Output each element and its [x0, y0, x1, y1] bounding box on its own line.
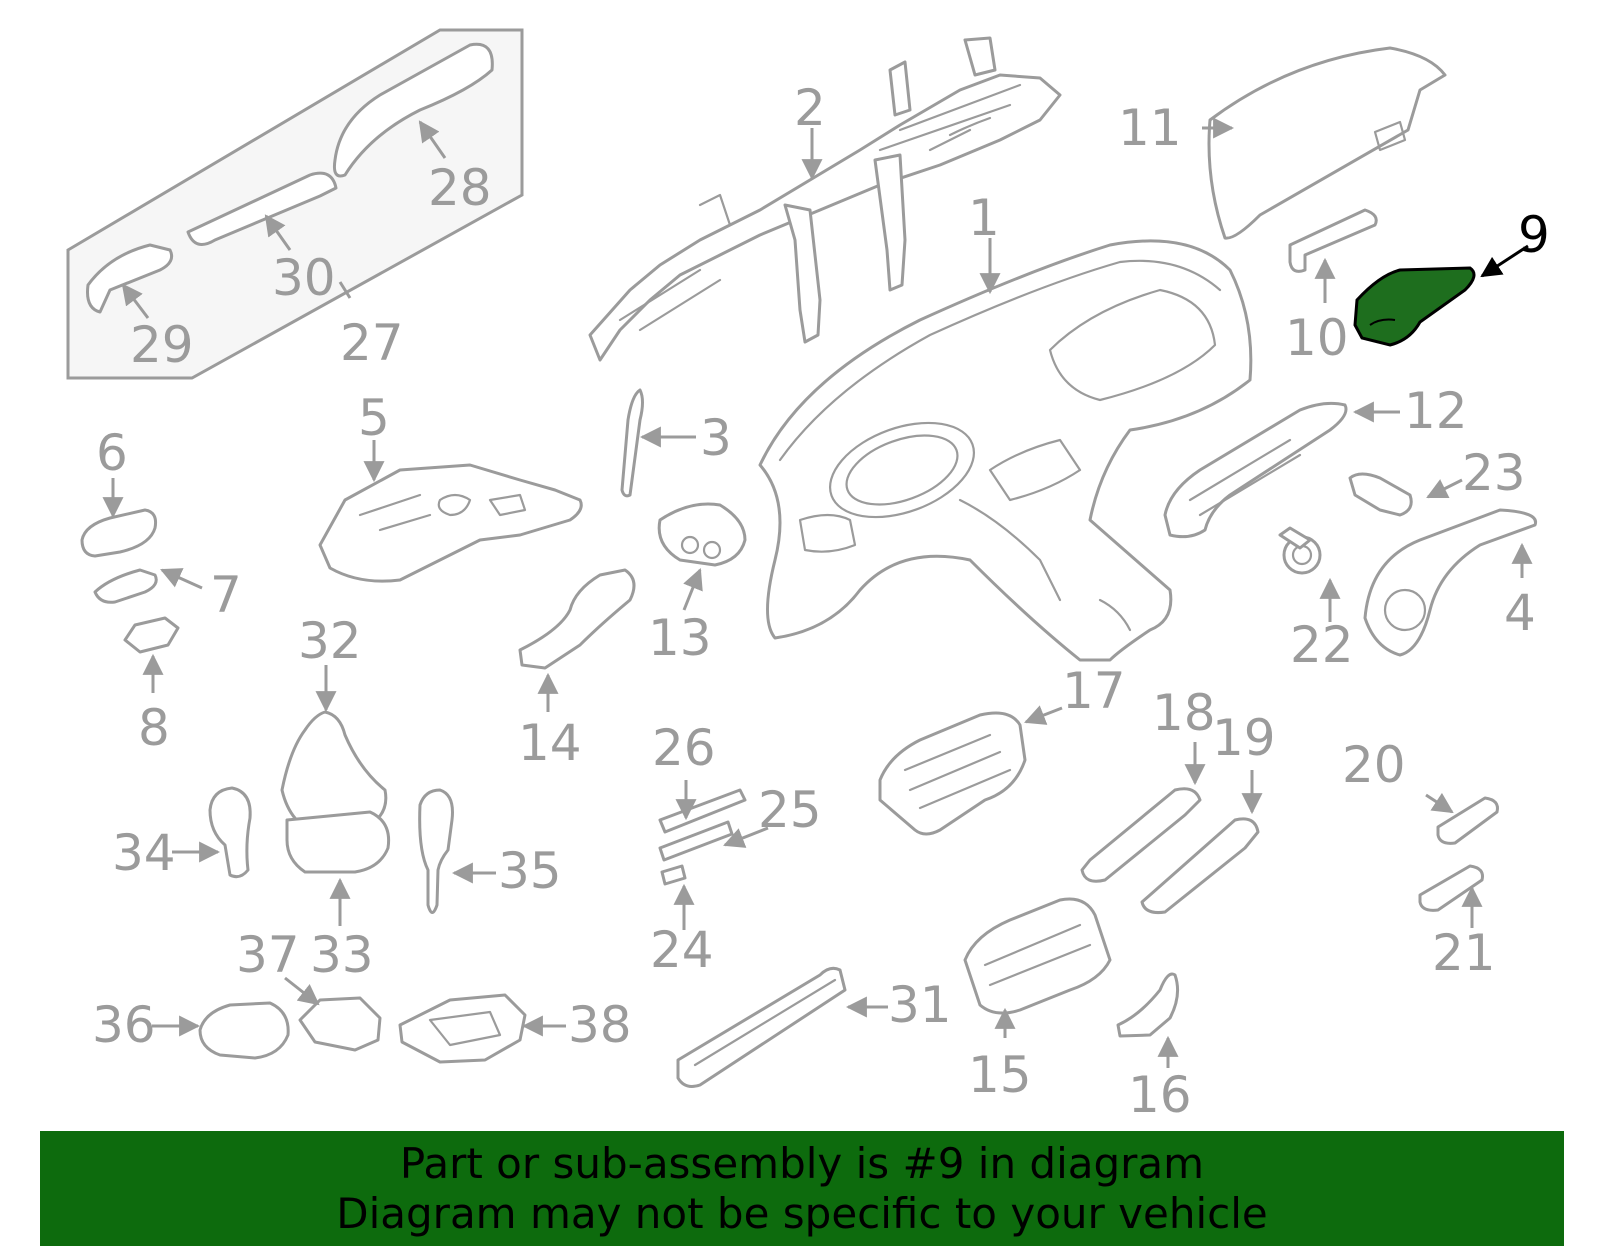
banner-line-disclaimer: Diagram may not be specific to your vehi…: [336, 1188, 1268, 1238]
callout-23: 23: [1462, 444, 1526, 502]
callout-19: 19: [1212, 709, 1276, 767]
leader-arrows: [102, 117, 1533, 1068]
part-20-vent: [1436, 796, 1499, 845]
part-29-trim: [86, 243, 174, 314]
part-26-strip: [658, 788, 747, 834]
callout-33: 33: [310, 926, 374, 984]
callout-38: 38: [568, 996, 632, 1054]
callout-21: 21: [1432, 924, 1496, 982]
callout-22: 22: [1290, 616, 1354, 674]
part-1-instrument-panel: [758, 239, 1253, 662]
callout-14: 14: [518, 714, 582, 772]
callout-37: 37: [236, 926, 300, 984]
callout-9: 9: [1518, 206, 1550, 264]
callout-12: 12: [1404, 382, 1468, 440]
callout-20: 20: [1342, 736, 1406, 794]
part-24-clip: [660, 864, 687, 886]
part-34-knob: [208, 786, 252, 879]
callout-17: 17: [1062, 662, 1126, 720]
callout-7: 7: [210, 566, 242, 624]
callout-2: 2: [794, 79, 826, 137]
callout-10: 10: [1285, 309, 1349, 367]
callout-35: 35: [498, 842, 562, 900]
info-banner: Part or sub-assembly is #9 in diagram Di…: [40, 1131, 1564, 1246]
callout-18: 18: [1152, 684, 1216, 742]
callout-29: 29: [130, 316, 194, 374]
callout-13: 13: [648, 609, 712, 667]
part-15-housing: [963, 897, 1112, 1015]
part-14-duct: [518, 568, 636, 670]
callout-28: 28: [428, 159, 492, 217]
callout-labels: 1 2 3 4 5 6 7 8 9 10 11 12 13 14 15 16 1…: [92, 79, 1550, 1124]
part-28-trim: [333, 42, 494, 178]
inset-panel-27: [66, 28, 524, 380]
part-5-lower-panel: [318, 463, 583, 583]
part-9-highlighted: [1353, 266, 1476, 347]
callout-1: 1: [968, 189, 1000, 247]
callout-25: 25: [758, 781, 822, 839]
callout-4: 4: [1504, 584, 1536, 642]
part-33-bezel: [285, 810, 391, 874]
callout-8: 8: [138, 699, 170, 757]
part-17-vent: [878, 711, 1027, 836]
callout-15: 15: [968, 1046, 1032, 1104]
part-7-bracket: [93, 568, 158, 604]
callout-34: 34: [112, 824, 176, 882]
part-36-panel: [198, 1001, 290, 1060]
part-35-lever: [418, 788, 454, 914]
part-2-cross-beam: [588, 36, 1062, 362]
callout-27: 27: [340, 314, 404, 372]
callout-11: 11: [1118, 99, 1182, 157]
part-11-cover: [1207, 46, 1447, 240]
part-18-vent: [1080, 787, 1202, 883]
callout-36: 36: [92, 996, 156, 1054]
part-13-bracket: [657, 502, 747, 567]
part-21-vent: [1418, 864, 1484, 912]
part-19-vent: [1140, 817, 1260, 914]
callout-3: 3: [700, 409, 732, 467]
part-10-bracket: [1288, 208, 1378, 273]
callout-5: 5: [358, 389, 390, 447]
callout-31: 31: [888, 976, 952, 1034]
part-23-switch: [1348, 472, 1413, 517]
part-30-trim: [186, 171, 338, 246]
part-31-panel: [676, 966, 847, 1088]
callout-26: 26: [652, 719, 716, 777]
callout-24: 24: [650, 921, 714, 979]
part-38-console: [398, 993, 527, 1064]
callout-6: 6: [96, 424, 128, 482]
banner-line-part: Part or sub-assembly is #9 in diagram: [399, 1138, 1205, 1188]
callout-32: 32: [298, 612, 362, 670]
part-12-panel: [1163, 401, 1348, 539]
callout-30: 30: [272, 249, 336, 307]
part-4-side-panel: [1363, 508, 1538, 657]
part-6-cap: [80, 508, 157, 558]
part-37-panel: [298, 996, 382, 1052]
part-16-bracket: [1116, 972, 1180, 1038]
part-8-clip: [123, 616, 180, 654]
callout-16: 16: [1128, 1066, 1192, 1124]
part-3-strip: [620, 388, 644, 498]
